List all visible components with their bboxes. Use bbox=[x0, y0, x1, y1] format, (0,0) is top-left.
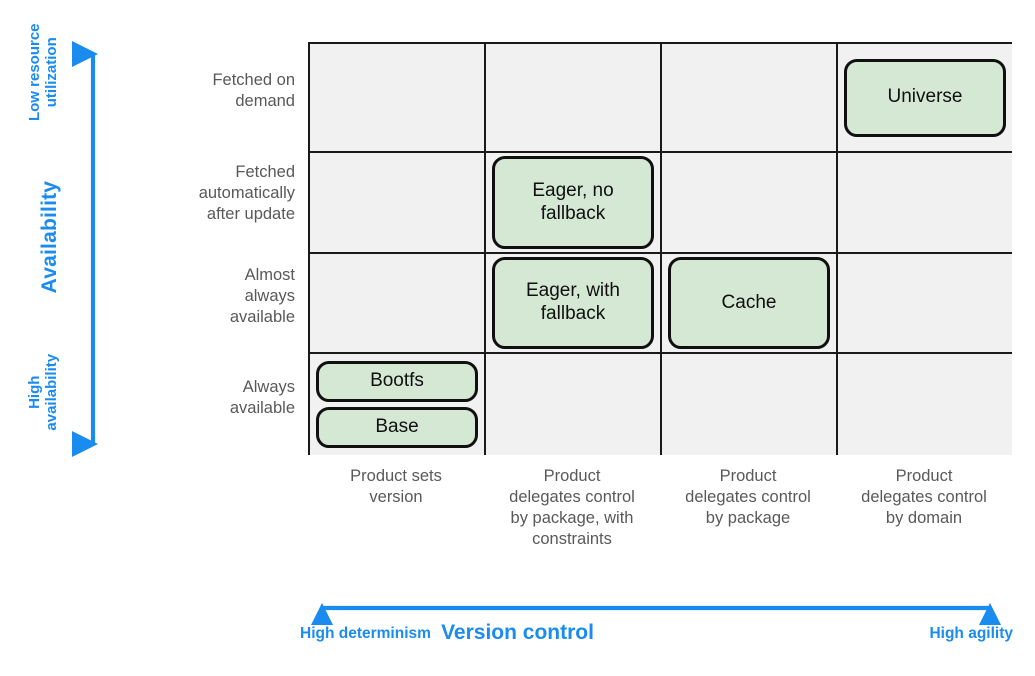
matrix-cell-r0c0 bbox=[310, 44, 486, 153]
y-axis-bottom-label: High availability bbox=[25, 353, 60, 431]
node-eager-no-fallback[interactable]: Eager, no fallback bbox=[492, 156, 654, 249]
matrix-cell-r3c3 bbox=[838, 354, 1012, 455]
row-label-always-available: Always available bbox=[229, 378, 295, 418]
column-label-delegates-by-package-with-constraints: Product delegates control by package, wi… bbox=[509, 467, 635, 549]
matrix-cell-r1c1: Eager, no fallback bbox=[486, 153, 662, 254]
row-label-almost-always-available: Almost always available bbox=[229, 266, 295, 327]
y-axis-title: Availability bbox=[37, 180, 61, 294]
node-eager-with-fallback[interactable]: Eager, with fallback bbox=[492, 257, 654, 349]
availability-axis-group: Low resource utilization Availability Hi… bbox=[0, 0, 310, 470]
node-cache[interactable]: Cache bbox=[668, 257, 830, 349]
row-label-fetched-automatically: Fetched automatically after update bbox=[198, 163, 295, 224]
x-axis-title: Version control bbox=[441, 621, 594, 644]
matrix-cell-r0c3: Universe bbox=[838, 44, 1012, 153]
y-axis-top-label: Low resource utilization bbox=[25, 23, 60, 122]
node-base[interactable]: Base bbox=[316, 407, 478, 448]
matrix-cell-r3c2 bbox=[662, 354, 838, 455]
matrix-cell-r1c0 bbox=[310, 153, 486, 254]
x-axis-left-label: High determinism bbox=[300, 625, 431, 642]
node-universe[interactable]: Universe bbox=[844, 58, 1006, 137]
matrix-cell-r2c3 bbox=[838, 254, 1012, 354]
matrix-cell-r0c2 bbox=[662, 44, 838, 153]
double-headed-vertical-arrow-icon bbox=[56, 33, 114, 469]
column-label-delegates-by-package: Product delegates control by package bbox=[685, 467, 811, 528]
availability-version-matrix: Universe Eager, no fallback Eager, with … bbox=[308, 42, 1012, 455]
row-labels-group: Fetched on demand Fetched automatically … bbox=[110, 43, 295, 455]
x-axis-right-label: High agility bbox=[929, 625, 1013, 642]
node-bootfs[interactable]: Bootfs bbox=[316, 361, 478, 402]
matrix-cell-r0c1 bbox=[486, 44, 662, 153]
row-label-fetched-on-demand: Fetched on demand bbox=[212, 71, 295, 111]
matrix-cell-r2c2: Cache bbox=[662, 254, 838, 354]
matrix-cell-r2c0 bbox=[310, 254, 486, 354]
matrix-cell-r3c1 bbox=[486, 354, 662, 455]
version-control-axis-group: Version control High determinism High ag… bbox=[0, 585, 1035, 676]
column-labels-group: Product sets version Product delegates c… bbox=[308, 466, 1012, 550]
matrix-cell-r1c3 bbox=[838, 153, 1012, 254]
matrix-cell-r1c2 bbox=[662, 153, 838, 254]
column-label-product-sets-version: Product sets version bbox=[350, 467, 442, 507]
double-headed-horizontal-arrow-icon bbox=[300, 591, 1012, 645]
matrix-cell-r3c0: Bootfs Base bbox=[310, 354, 486, 455]
column-label-delegates-by-domain: Product delegates control by domain bbox=[861, 467, 987, 528]
matrix-cell-r2c1: Eager, with fallback bbox=[486, 254, 662, 354]
